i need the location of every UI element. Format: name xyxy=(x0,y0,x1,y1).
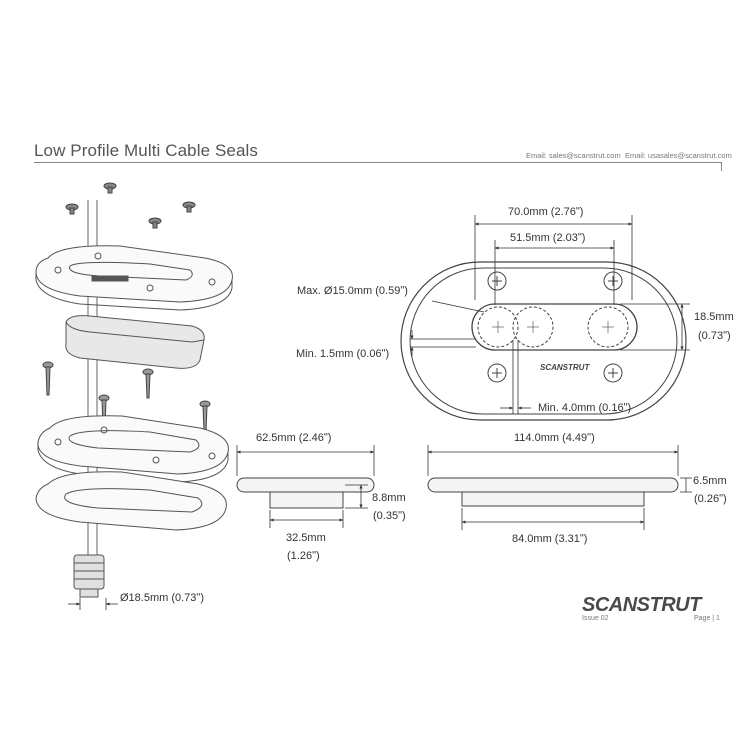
header-rule-end xyxy=(721,162,722,171)
exploded-view xyxy=(35,182,233,598)
issue-number: Issue 02 xyxy=(582,615,609,622)
dim-min-spacing: Min. 4.0mm (0.16ʺ) xyxy=(538,402,632,414)
base-plate xyxy=(37,415,229,483)
scanstrut-logo: SCANSTRUT xyxy=(582,594,701,616)
top-cover xyxy=(35,245,233,311)
page-number: Page | 1 xyxy=(694,615,720,622)
dim-height-18-in: (0.73ʺ) xyxy=(698,330,731,342)
front-view xyxy=(427,477,679,507)
dim-front-width: 114.0mm (4.49ʺ) xyxy=(514,432,595,444)
dim-side-height-in: (0.35ʺ) xyxy=(373,510,406,522)
dim-side-width: 62.5mm (2.46ʺ) xyxy=(256,432,332,444)
dim-min-edge: Min. 1.5mm (0.06ʺ) xyxy=(296,348,390,360)
usa-sales-email[interactable]: Email: usasales@scanstrut.com xyxy=(625,151,732,160)
front-view-dimensions xyxy=(427,445,692,530)
side-view xyxy=(236,477,375,509)
cable-dimension xyxy=(68,598,118,610)
dim-side-height: 8.8mm xyxy=(372,492,406,504)
gasket xyxy=(35,471,227,531)
top-view xyxy=(400,261,687,421)
cable-connector xyxy=(73,554,105,598)
dim-front-height: 6.5mm xyxy=(693,475,727,487)
header-rule xyxy=(34,162,722,163)
dim-cable: Ø18.5mm (0.73ʺ) xyxy=(120,592,204,604)
product-label: SCANSTRUT xyxy=(540,363,590,372)
dim-side-base-in: (1.26ʺ) xyxy=(287,550,320,562)
side-view-dimensions xyxy=(236,445,375,528)
page-title: Low Profile Multi Cable Seals xyxy=(34,141,258,160)
dim-width-51: 51.5mm (2.03ʺ) xyxy=(510,232,586,244)
dim-width-70: 70.0mm (2.76ʺ) xyxy=(508,206,584,218)
sales-email[interactable]: Email: sales@scanstrut.com xyxy=(526,151,621,160)
top-screw xyxy=(65,182,196,229)
dim-max-hole: Max. Ø15.0mm (0.59ʺ) xyxy=(297,285,408,297)
dim-side-base: 32.5mm xyxy=(286,532,326,544)
dim-height-18: 18.5mm xyxy=(694,311,734,323)
screw-heads xyxy=(487,271,623,383)
grommet-insert xyxy=(65,315,205,369)
dim-front-base: 84.0mm (3.31ʺ) xyxy=(512,533,588,545)
dim-front-height-in: (0.26ʺ) xyxy=(694,493,727,505)
top-view-dimensions xyxy=(410,215,690,414)
